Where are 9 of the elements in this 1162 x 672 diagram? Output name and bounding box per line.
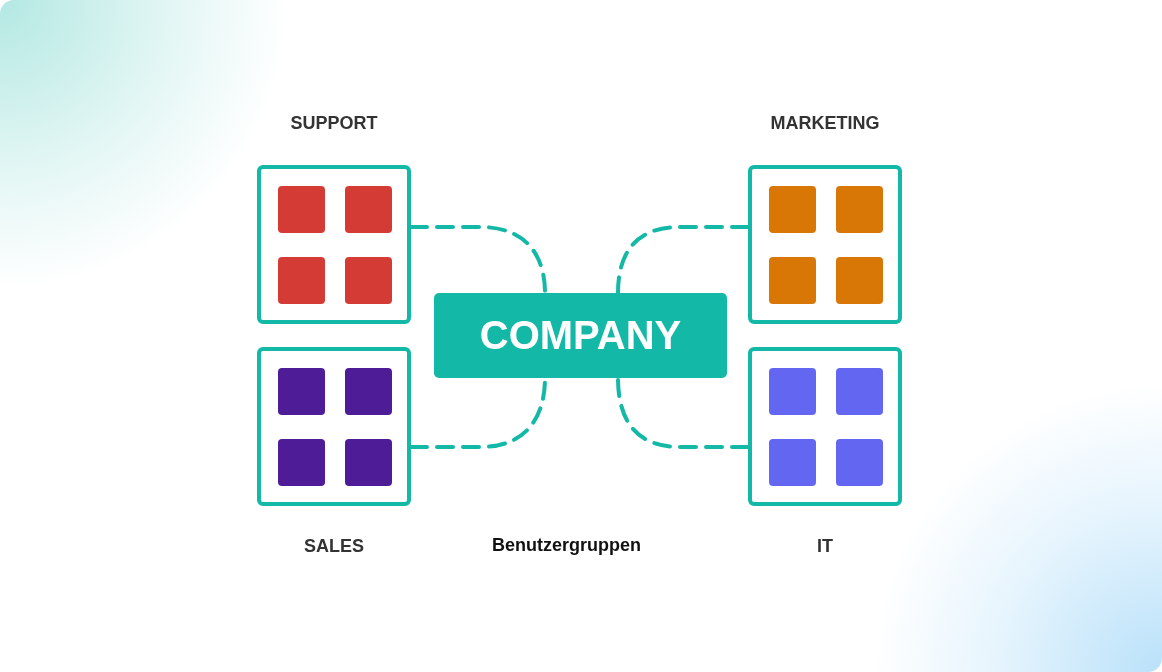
dashed-connector	[616, 376, 750, 449]
company-box: COMPANY	[434, 293, 727, 378]
dashed-connector	[409, 225, 547, 295]
diagram-caption: Benutzergruppen	[492, 535, 641, 556]
group-heading: SUPPORT	[289, 113, 379, 134]
dashed-connector	[616, 225, 750, 295]
group-heading: SALES	[303, 536, 365, 557]
group-heading: MARKETING	[769, 113, 881, 134]
group-heading: IT	[816, 536, 834, 557]
